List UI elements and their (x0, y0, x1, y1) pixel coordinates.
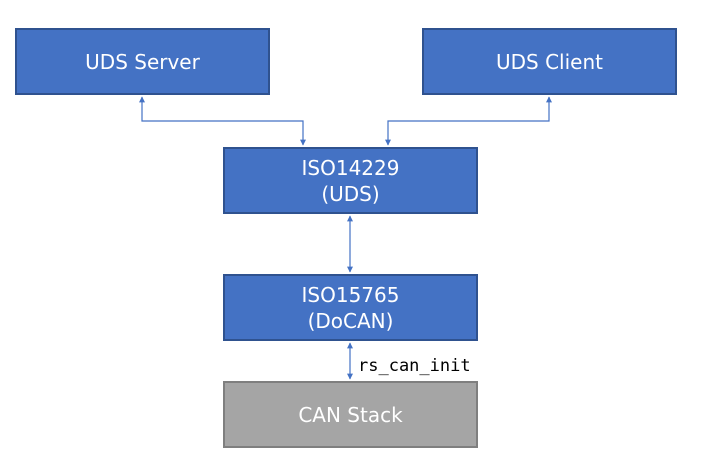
iso15765-subtitle: (DoCAN) (307, 308, 394, 333)
uds-client-box: UDS Client (422, 28, 677, 95)
uds-server-label: UDS Server (85, 49, 200, 74)
connector-server-iso14229 (139, 96, 306, 146)
iso15765-box: ISO15765 (DoCAN) (223, 274, 478, 341)
iso14229-box: ISO14229 (UDS) (223, 147, 478, 214)
iso14229-subtitle: (UDS) (321, 181, 380, 206)
can-stack-box: CAN Stack (223, 381, 478, 448)
can-stack-label: CAN Stack (298, 402, 403, 427)
iso14229-title: ISO14229 (301, 155, 400, 180)
uds-client-label: UDS Client (496, 49, 603, 74)
uds-server-box: UDS Server (15, 28, 270, 95)
iso15765-title: ISO15765 (301, 282, 400, 307)
connector-client-iso14229 (385, 96, 552, 146)
rs-can-init-label: rs_can_init (358, 356, 471, 376)
